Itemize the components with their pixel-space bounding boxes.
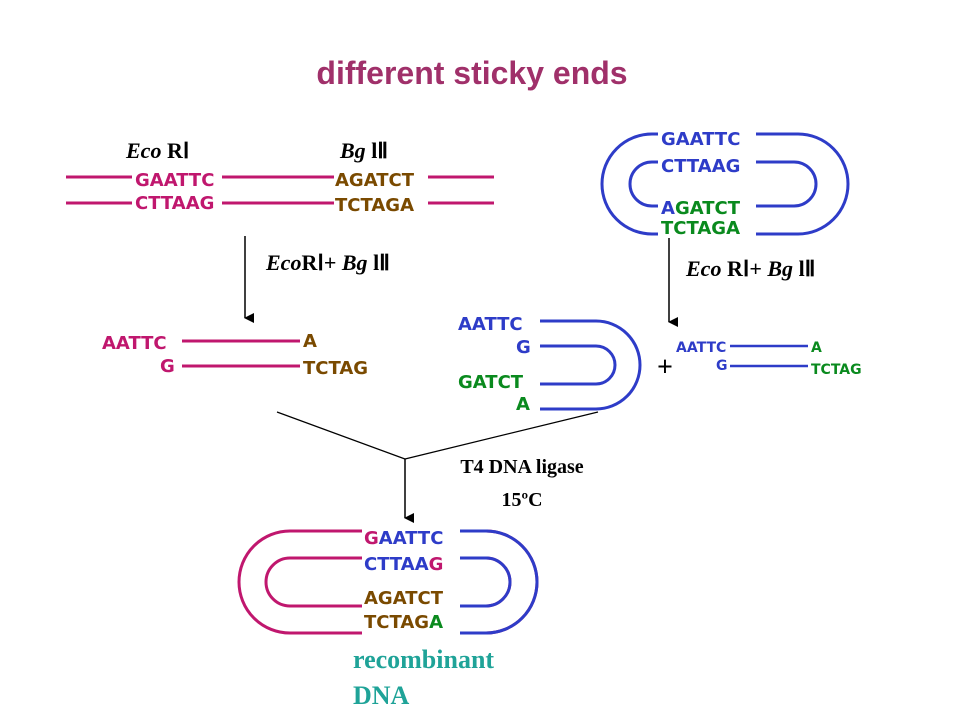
plasmid-top-ecori-seq: GAATTC bbox=[661, 129, 740, 150]
linear-fragment: AATTC G A TCTAG bbox=[102, 331, 368, 379]
recombinant-label-line1: recombinant bbox=[353, 645, 494, 674]
linear-top-bglii-seq: AGATCT bbox=[335, 170, 415, 191]
open-plasmid-top2-seq: G bbox=[516, 337, 531, 358]
small-fragment-bottom-left-seq: G bbox=[716, 358, 728, 374]
recombinant-top-ecori-seq: GAATTC bbox=[364, 528, 443, 549]
small-fragment: AATTC G A TCTAG bbox=[676, 340, 862, 378]
open-plasmid-bottom1-seq: GATCT bbox=[458, 372, 524, 393]
recombinant-bottom-bglii-seq: TCTAGA bbox=[364, 612, 443, 633]
fragment-top-left-seq: AATTC bbox=[102, 333, 167, 354]
linear-bottom-bglii-seq: TCTAGA bbox=[335, 195, 414, 216]
linear-bottom-ecori-seq: CTTAAG bbox=[135, 193, 214, 214]
opened-plasmid: AATTC G GATCT A bbox=[458, 314, 642, 415]
converge-line-right bbox=[404, 411, 599, 460]
recombinant-label-line2: DNA bbox=[353, 681, 410, 710]
plasmid-bottom-bglii-seq: TCTAGA bbox=[661, 218, 740, 239]
small-fragment-bottom-right-seq: TCTAG bbox=[811, 362, 862, 378]
recombinant-bottom-ecori-seq: CTTAAG bbox=[364, 554, 443, 575]
enzyme-bglii-label: Bg lⅡ bbox=[339, 138, 388, 163]
small-fragment-top-right-seq: A bbox=[811, 340, 822, 356]
ligase-label: T4 DNA ligase bbox=[460, 456, 583, 478]
recombinant-top-bglii-seq: AGATCT bbox=[364, 588, 444, 609]
linear-top-ecori-seq: GAATTC bbox=[135, 170, 214, 191]
page-title: different sticky ends bbox=[316, 55, 627, 91]
plasmid-top-bglii-seq: AGATCT bbox=[661, 198, 741, 219]
temperature-label: 15ºC bbox=[501, 489, 542, 511]
right-digest-label: Eco RⅠ+ Bg lⅡ bbox=[685, 256, 816, 281]
fragment-bottom-right-seq: TCTAG bbox=[303, 358, 368, 379]
linear-dna: GAATTC CTTAAG AGATCT TCTAGA bbox=[66, 170, 494, 216]
left-digest-label: EcoRⅠ+ Bg lⅡ bbox=[265, 250, 390, 275]
fragment-bottom-left-seq: G bbox=[160, 356, 175, 377]
plus-sign: + bbox=[657, 352, 673, 383]
recombinant-plasmid: GAATTC CTTAAG AGATCT TCTAGA bbox=[237, 524, 539, 640]
fragment-top-right-seq: A bbox=[303, 331, 317, 352]
plasmid-bottom-ecori-seq: CTTAAG bbox=[661, 156, 740, 177]
enzyme-ecori-label: Eco RⅠ bbox=[125, 138, 189, 163]
open-plasmid-top1-seq: AATTC bbox=[458, 314, 523, 335]
open-plasmid-bottom2-seq: A bbox=[516, 394, 530, 415]
converge-line-left bbox=[276, 411, 406, 460]
plasmid-dna: GAATTC CTTAAG AGATCT TCTAGA bbox=[600, 128, 850, 240]
small-fragment-top-left-seq: AATTC bbox=[676, 340, 726, 356]
